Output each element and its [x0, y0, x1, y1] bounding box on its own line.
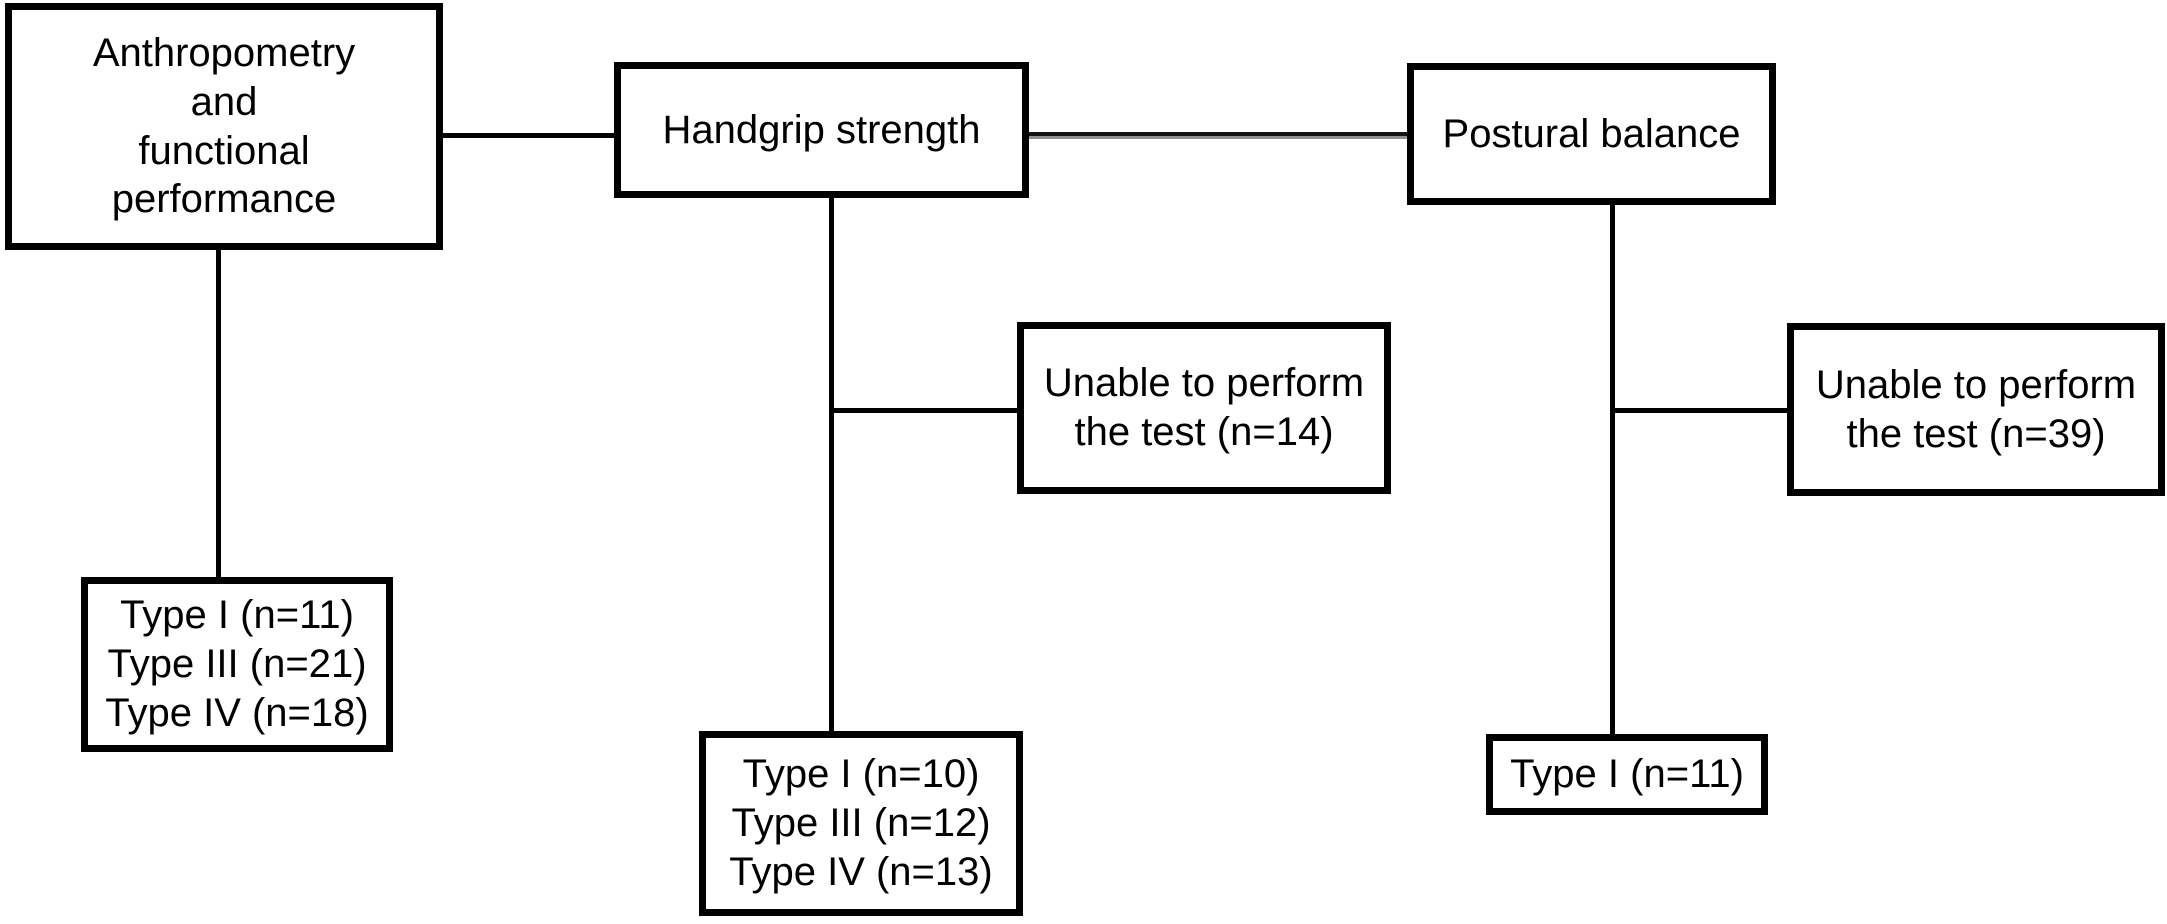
box-text-line: Unable to perform [1043, 361, 1365, 406]
connector-branch-unable-handgrip [831, 408, 1018, 413]
box-types-postural: Type I (n=11) [1486, 734, 1768, 815]
box-text-line: Type III (n=21) [107, 642, 367, 687]
connector-anthropometry-to-types [216, 250, 221, 578]
box-handgrip-strength: Handgrip strength [614, 62, 1029, 198]
box-text-line: Type I (n=11) [120, 593, 354, 638]
box-text-line: Unable to perform [1815, 362, 2137, 407]
box-text-line: and [190, 79, 258, 124]
connector-anthropometry-to-handgrip [443, 133, 614, 138]
box-text-line: Type I (n=10) [742, 752, 980, 797]
box-text-line: Anthropometry [92, 30, 356, 75]
box-postural-balance: Postural balance [1407, 63, 1776, 205]
box-types-anthropometry: Type I (n=11) Type III (n=21) Type IV (n… [81, 577, 393, 752]
box-text-line: the test (n=14) [1074, 410, 1334, 454]
box-unable-to-perform-postural: Unable to perform the test (n=39) [1787, 323, 2165, 496]
connector-handgrip-to-postural [1029, 132, 1407, 139]
box-unable-to-perform-handgrip: Unable to perform the test (n=14) [1017, 322, 1391, 494]
box-text-line: Type III (n=12) [731, 801, 991, 846]
box-text-line: Handgrip strength [662, 107, 981, 152]
box-text-line: Type I (n=11) [1510, 752, 1744, 797]
connector-branch-unable-postural [1612, 408, 1788, 413]
box-text-line: performance [111, 177, 337, 222]
box-types-handgrip: Type I (n=10) Type III (n=12) Type IV (n… [699, 731, 1023, 916]
box-anthropometry-functional-performance: Anthropometry and functional performance [5, 3, 443, 250]
box-text-line: Postural balance [1442, 111, 1741, 156]
connector-postural-to-types [1610, 204, 1615, 735]
box-text-line: the test (n=39) [1846, 411, 2106, 456]
box-text-line: Type IV (n=13) [729, 849, 993, 894]
box-text-line: Type IV (n=18) [105, 690, 369, 735]
connector-handgrip-to-types [829, 197, 834, 732]
box-text-line: functional [138, 128, 310, 173]
